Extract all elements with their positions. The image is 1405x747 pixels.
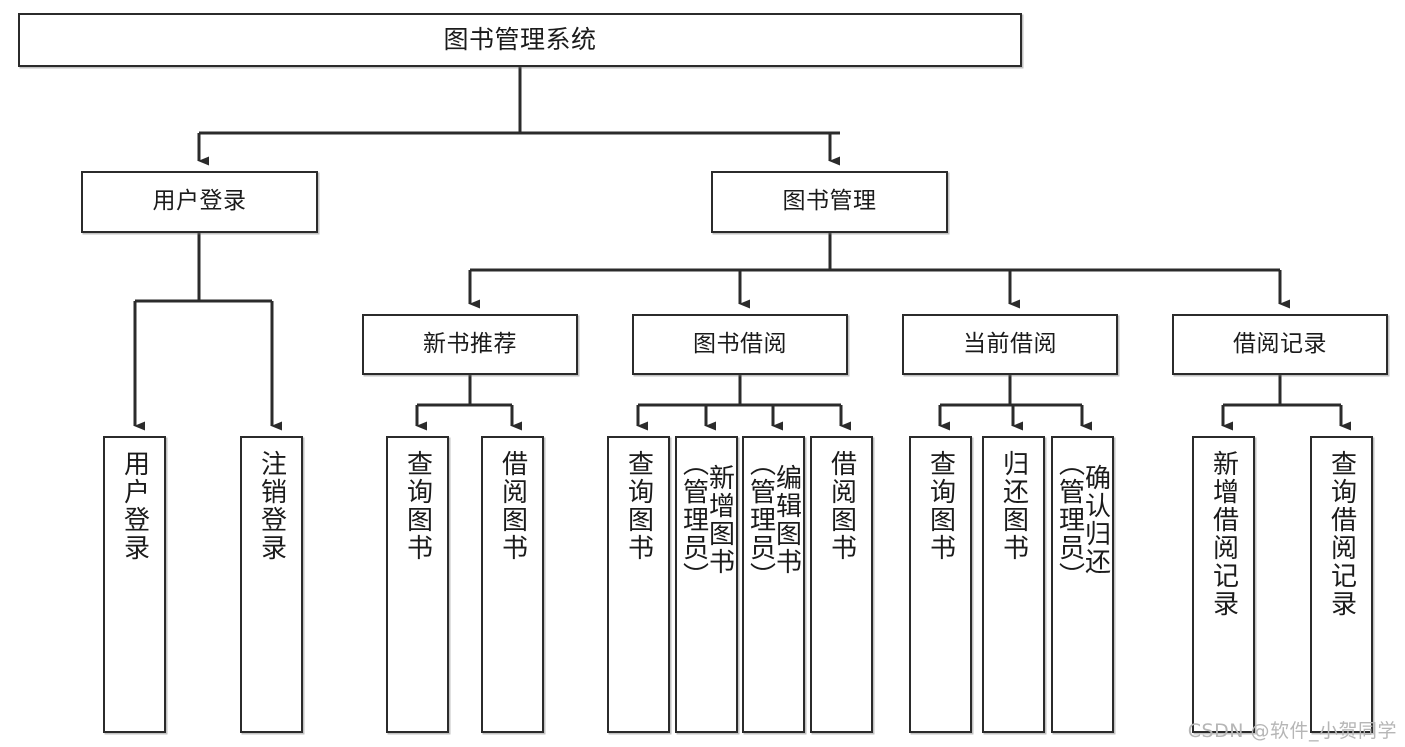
node-label: 图书管理系统	[443, 25, 597, 55]
node-label: 查询图书	[402, 450, 433, 562]
node-label: 用户登录	[152, 188, 247, 215]
leaf-logout[interactable]: 注销登录	[240, 436, 303, 733]
leaf-add-book-admin[interactable]: 新增图书 （管理员）	[675, 436, 738, 733]
node-root-system[interactable]: 图书管理系统	[18, 13, 1022, 67]
node-label: 新增借阅记录	[1208, 450, 1239, 618]
node-label: 当前借阅	[963, 330, 1057, 357]
node-borrow-record[interactable]: 借阅记录	[1172, 314, 1388, 375]
node-label: 归还图书	[998, 450, 1029, 562]
node-label: 新增图书 （管理员）	[678, 450, 735, 590]
leaf-user-login[interactable]: 用户登录	[103, 436, 166, 733]
node-label: 查询图书	[925, 450, 956, 562]
leaf-borrow-book[interactable]: 借阅图书	[810, 436, 873, 733]
leaf-query-book-current[interactable]: 查询图书	[909, 436, 972, 733]
node-book-management[interactable]: 图书管理	[711, 171, 948, 233]
node-user-login[interactable]: 用户登录	[81, 171, 318, 233]
leaf-query-borrow-record[interactable]: 查询借阅记录	[1310, 436, 1373, 733]
leaf-edit-book-admin[interactable]: 编辑图书 （管理员）	[742, 436, 805, 733]
node-label: 借阅图书	[497, 450, 528, 562]
node-label: 图书管理	[782, 188, 877, 215]
node-label: 查询借阅记录	[1326, 450, 1357, 618]
leaf-query-book-borrow[interactable]: 查询图书	[607, 436, 670, 733]
leaf-return-book[interactable]: 归还图书	[982, 436, 1045, 733]
node-label: 新书推荐	[423, 330, 517, 357]
watermark-text: CSDN @软件_小贺同学	[1187, 720, 1397, 742]
node-label: 确认归还 （管理员）	[1054, 450, 1111, 590]
node-label: 图书借阅	[693, 330, 787, 357]
leaf-add-borrow-record[interactable]: 新增借阅记录	[1192, 436, 1255, 733]
node-label: 借阅记录	[1233, 330, 1327, 357]
node-label: 编辑图书 （管理员）	[745, 450, 802, 590]
node-book-borrow[interactable]: 图书借阅	[632, 314, 848, 375]
node-label: 查询图书	[623, 450, 654, 562]
node-label: 注销登录	[256, 450, 287, 562]
leaf-query-book-recommend[interactable]: 查询图书	[386, 436, 449, 733]
node-new-book-recommend[interactable]: 新书推荐	[362, 314, 578, 375]
node-current-borrow[interactable]: 当前借阅	[902, 314, 1118, 375]
node-label: 用户登录	[119, 450, 150, 562]
leaf-borrow-book-recommend[interactable]: 借阅图书	[481, 436, 544, 733]
leaf-confirm-return-admin[interactable]: 确认归还 （管理员）	[1051, 436, 1114, 733]
node-label: 借阅图书	[826, 450, 857, 562]
